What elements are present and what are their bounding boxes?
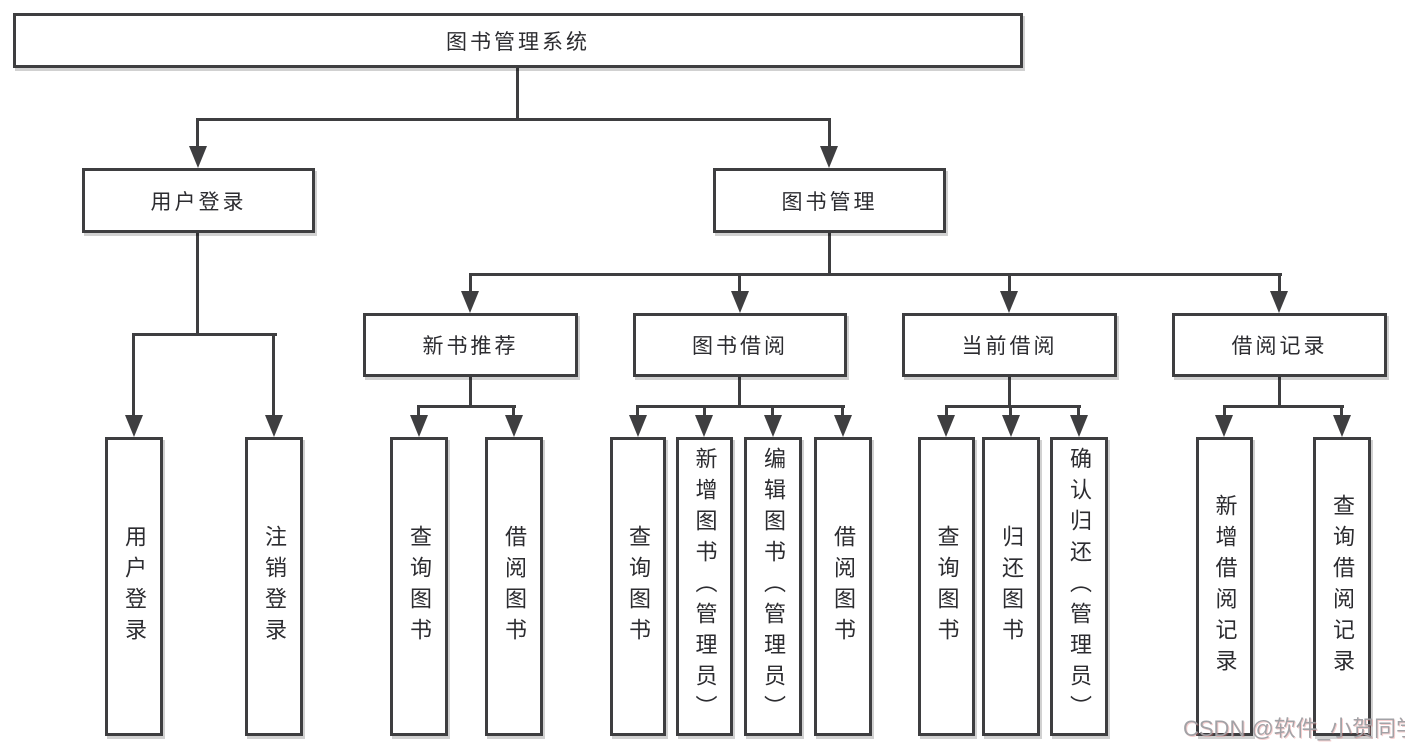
connector-line xyxy=(1008,377,1011,407)
arrowhead-down xyxy=(629,415,647,437)
leaf-search-books-borrowing: 查询图书 xyxy=(610,437,666,736)
leaf-return-books: 归还图书 xyxy=(982,437,1040,736)
connector-line xyxy=(1340,405,1343,417)
arrowhead-down xyxy=(820,146,838,168)
node-label: 用户登录 xyxy=(150,190,247,214)
connector-line xyxy=(945,405,1081,408)
connector-line xyxy=(469,273,1282,276)
arrowhead-down xyxy=(1000,291,1018,313)
node-label: 借阅记录 xyxy=(1231,335,1328,358)
arrowhead-down xyxy=(1215,415,1233,437)
connector-line xyxy=(738,377,741,407)
connector-line xyxy=(636,405,639,417)
leaf-label: 查询图书 xyxy=(407,524,432,649)
leaf-logout: 注销登录 xyxy=(245,437,303,736)
arrowhead-down xyxy=(505,415,523,437)
arrowhead-down xyxy=(1333,415,1351,437)
leaf-search-borrow-record: 查询借阅记录 xyxy=(1313,437,1371,736)
node-book-borrowing: 图书借阅 xyxy=(633,313,847,377)
connector-line xyxy=(1278,377,1281,407)
leaf-label: 归还图书 xyxy=(999,524,1024,649)
connector-line xyxy=(196,118,199,150)
node-user-login: 用户登录 xyxy=(82,168,315,233)
connector-line xyxy=(196,233,199,335)
connector-line xyxy=(516,68,519,120)
leaf-label: 新增借阅记录 xyxy=(1212,493,1238,680)
leaf-borrow-books-recommend: 借阅图书 xyxy=(485,437,543,736)
connector-line xyxy=(771,405,774,417)
arrowhead-down xyxy=(1070,415,1088,437)
leaf-search-books-recommend: 查询图书 xyxy=(390,437,448,736)
leaf-label: 查询图书 xyxy=(626,524,651,649)
csdn-watermark: CSDN @软件_小贺同学 xyxy=(1183,716,1405,741)
node-label: 图书管理 xyxy=(781,190,878,214)
connector-line xyxy=(512,405,515,417)
leaf-label: 借阅图书 xyxy=(831,524,856,649)
connector-line xyxy=(945,405,948,417)
arrowhead-down xyxy=(410,415,428,437)
node-current-borrowing: 当前借阅 xyxy=(902,313,1117,377)
node-label: 当前借阅 xyxy=(961,335,1058,358)
node-label: 新书推荐 xyxy=(422,335,519,358)
leaf-add-borrow-record: 新增借阅记录 xyxy=(1196,437,1253,736)
connector-line xyxy=(738,273,741,295)
connector-line xyxy=(1009,405,1012,417)
connector-line xyxy=(469,377,472,407)
connector-line xyxy=(1223,405,1226,417)
connector-line xyxy=(417,405,516,408)
connector-line xyxy=(1223,405,1344,408)
connector-line xyxy=(828,233,831,275)
leaf-label: 新增图书（管理员） xyxy=(692,447,718,726)
leaf-label: 确认归还（管理员） xyxy=(1067,447,1092,726)
leaf-label: 查询借阅记录 xyxy=(1330,493,1355,680)
leaf-label: 查询图书 xyxy=(934,524,960,649)
connector-line xyxy=(469,273,472,295)
arrowhead-down xyxy=(1270,291,1288,313)
node-label: 图书管理系统 xyxy=(446,30,590,54)
connector-line xyxy=(636,405,845,408)
connector-line xyxy=(703,405,706,417)
connector-line xyxy=(1278,273,1281,295)
connector-line xyxy=(196,118,831,121)
arrowhead-down xyxy=(695,415,713,437)
connector-line xyxy=(132,333,277,336)
leaf-search-books-current: 查询图书 xyxy=(918,437,975,736)
leaf-confirm-return-admin: 确认归还（管理员） xyxy=(1050,437,1108,736)
leaf-add-books-admin: 新增图书（管理员） xyxy=(676,437,733,736)
arrowhead-down xyxy=(189,146,207,168)
connector-line xyxy=(841,405,844,417)
arrowhead-down xyxy=(764,415,782,437)
leaf-label: 注销登录 xyxy=(262,524,287,649)
arrowhead-down xyxy=(834,415,852,437)
leaf-user-login: 用户登录 xyxy=(105,437,163,736)
connector-line xyxy=(132,333,135,419)
arrowhead-down xyxy=(125,415,143,437)
arrowhead-down xyxy=(937,415,955,437)
connector-line xyxy=(272,333,275,419)
node-borrowing-records: 借阅记录 xyxy=(1172,313,1387,377)
node-book-management: 图书管理 xyxy=(713,168,946,233)
node-system-root: 图书管理系统 xyxy=(13,13,1023,68)
arrowhead-down xyxy=(265,415,283,437)
leaf-borrow-books-borrowing: 借阅图书 xyxy=(814,437,872,736)
leaf-label: 用户登录 xyxy=(122,524,147,649)
node-new-book-recommendation: 新书推荐 xyxy=(363,313,578,377)
arrowhead-down xyxy=(1002,415,1020,437)
connector-line xyxy=(1008,273,1011,295)
node-label: 图书借阅 xyxy=(692,335,788,358)
leaf-edit-books-admin: 编辑图书（管理员） xyxy=(744,437,802,736)
leaf-label: 编辑图书（管理员） xyxy=(761,447,786,726)
connector-line xyxy=(828,118,831,150)
arrowhead-down xyxy=(461,291,479,313)
leaf-label: 借阅图书 xyxy=(502,524,527,649)
connector-line xyxy=(1077,405,1080,417)
arrowhead-down xyxy=(731,291,749,313)
connector-line xyxy=(417,405,420,417)
